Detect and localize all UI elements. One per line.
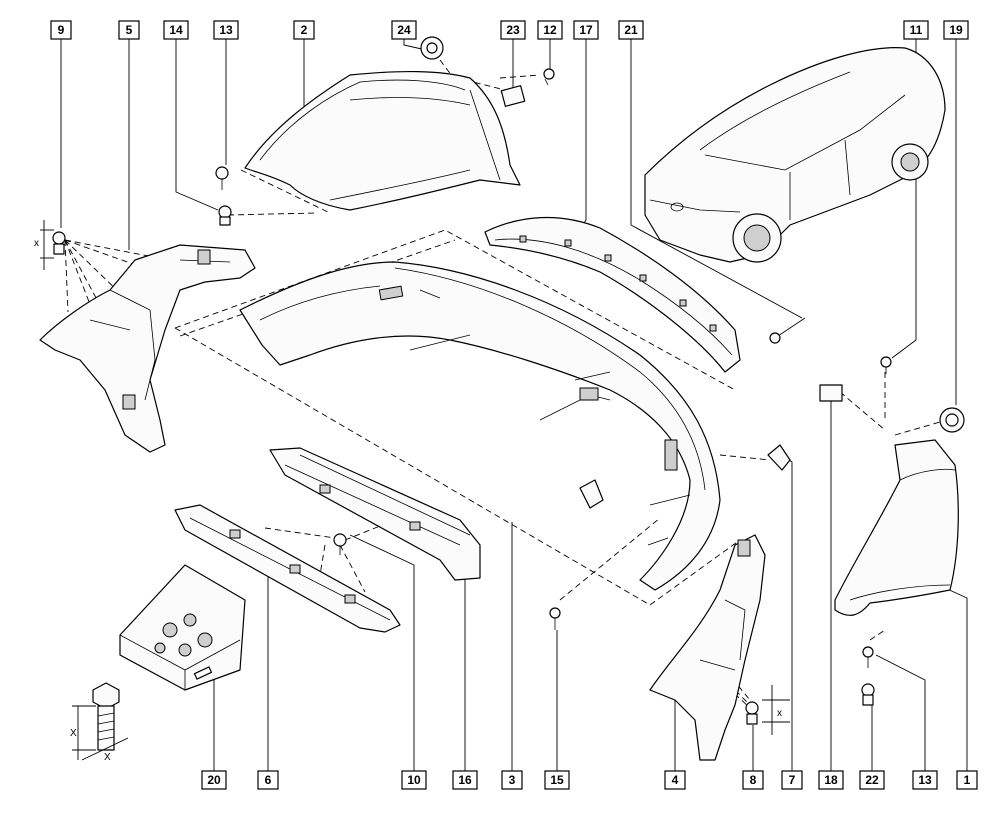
callout-24-top: 24 [391, 20, 417, 40]
callout-9-top: 9 [50, 20, 72, 40]
callout-13-top: 13 [213, 20, 239, 40]
callout-label: 5 [126, 23, 133, 37]
callout-11-top: 11 [903, 20, 929, 40]
clip-part-18 [819, 384, 843, 402]
callout-label: 12 [543, 23, 557, 37]
clip-part-14 [218, 205, 232, 226]
screw-part-13-bottom [862, 646, 874, 668]
dimension-label: x [34, 238, 39, 249]
dimension-label: X [70, 728, 77, 739]
callout-17-top: 17 [573, 20, 599, 40]
bolt-part-9 [52, 231, 66, 255]
callout-label: 20 [207, 773, 221, 787]
callout-8-bottom: 8 [742, 770, 764, 790]
callout-label: 15 [550, 773, 564, 787]
retainer-part-7 [767, 444, 791, 471]
screw-part-12 [543, 68, 555, 86]
callout-2-top: 2 [293, 20, 315, 40]
screw-part-13-top [215, 166, 229, 190]
callout-label: 22 [865, 773, 879, 787]
callout-label: 4 [672, 773, 679, 787]
callout-19-top: 19 [943, 20, 969, 40]
callout-label: 10 [407, 773, 421, 787]
car-overview-illustration [644, 47, 946, 263]
screw-part-15 [549, 607, 561, 630]
callout-7-bottom: 7 [781, 770, 803, 790]
callout-22-bottom: 22 [859, 770, 885, 790]
clip-part-23 [500, 85, 526, 107]
callout-label: 2 [301, 23, 308, 37]
callout-20-bottom: 20 [201, 770, 227, 790]
callout-16-bottom: 16 [452, 770, 478, 790]
callout-label: 7 [789, 773, 796, 787]
callout-3-bottom: 3 [501, 770, 523, 790]
callout-23-top: 23 [500, 20, 526, 40]
callout-label: 6 [265, 773, 272, 787]
clip-part-10 [333, 533, 347, 555]
callout-label: 17 [579, 23, 593, 37]
callout-label: 3 [509, 773, 516, 787]
dimension-screw-bottom-right: x [762, 685, 790, 735]
callout-label: 16 [458, 773, 472, 787]
trim-clips [519, 235, 717, 332]
bolt-part-8 [745, 701, 759, 725]
callout-label: 13 [219, 23, 233, 37]
callout-label: 9 [58, 23, 65, 37]
callout-6-bottom: 6 [257, 770, 279, 790]
callout-label: 19 [949, 23, 963, 37]
callout-label: 11 [910, 23, 923, 37]
callout-15-bottom: 15 [544, 770, 570, 790]
lower-beam-part-6 [174, 504, 401, 633]
bumper-cover-part-3 [239, 261, 721, 591]
retainer-unlabeled [579, 479, 604, 509]
callout-label: 23 [506, 23, 520, 37]
bracket-left-part-5 [39, 244, 256, 453]
callout-label: 24 [397, 23, 411, 37]
clip-part-22 [861, 683, 875, 706]
callout-label: 1 [964, 773, 971, 787]
callout-14-top: 14 [163, 20, 189, 40]
clip-kit-box-part-20 [119, 564, 246, 691]
dimension-label: x [777, 708, 782, 719]
dimension-screw-top-left: x [34, 220, 54, 270]
reference-bolt-dimensions: X X [70, 682, 129, 763]
washer-part-19 [939, 407, 965, 433]
callout-label: 8 [750, 773, 757, 787]
dimension-label: X [104, 752, 111, 763]
callout-13-bottom: 13 [912, 770, 938, 790]
callout-label: 21 [624, 23, 638, 37]
callout-label: 13 [918, 773, 932, 787]
callout-label: 18 [824, 773, 838, 787]
callout-10-bottom: 10 [401, 770, 427, 790]
callout-21-top: 21 [618, 20, 644, 40]
callout-4-bottom: 4 [664, 770, 686, 790]
leader-lines [60, 39, 968, 771]
absorber-part-16 [269, 447, 481, 581]
screw-part-11 [880, 356, 892, 374]
callout-12-top: 12 [537, 20, 563, 40]
washer-part-24 [420, 36, 444, 60]
bracket-right-part-4 [649, 534, 766, 761]
wheel-arch-liner-part-1 [834, 439, 959, 616]
callout-5-top: 5 [118, 20, 140, 40]
callout-label: 14 [169, 23, 183, 37]
upper-trim-part-17 [484, 216, 741, 373]
wheel-arch-liner-part-2 [244, 70, 521, 211]
callout-1-bottom: 1 [956, 770, 978, 790]
rivet-part-21 [769, 317, 806, 344]
callout-18-bottom: 18 [818, 770, 844, 790]
